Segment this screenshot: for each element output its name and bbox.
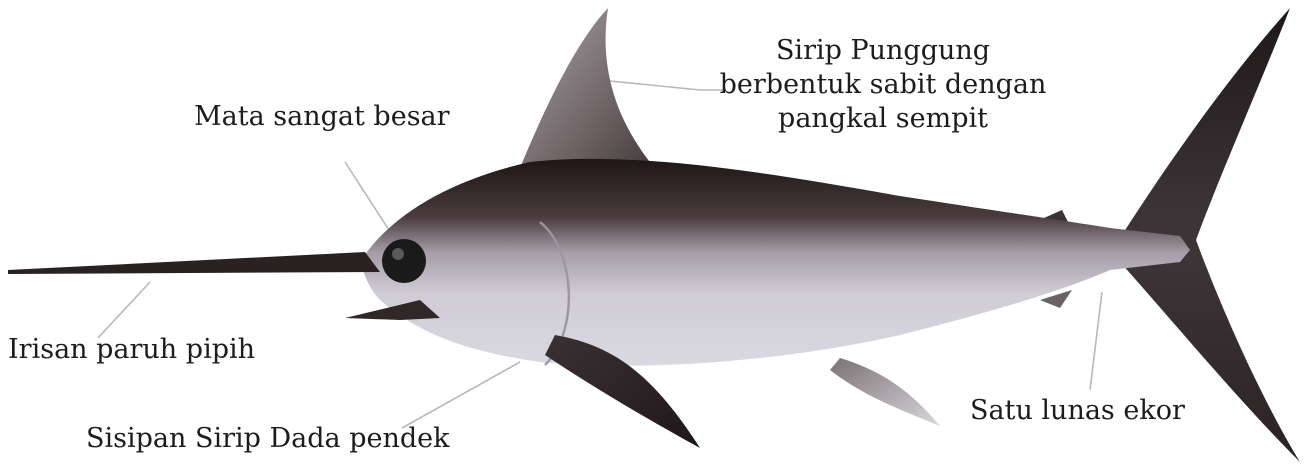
pectoral-fin-label: Sisipan Sirip Dada pendek (86, 422, 450, 456)
dorsal-fin (520, 8, 665, 180)
dorsal-fin-label-line-2: berbentuk sabit dengan (718, 68, 1048, 102)
anal-fin (830, 358, 940, 426)
keel-leader-line (1090, 292, 1102, 390)
dorsal-fin-label: Sirip Punggung berbentuk sabit dengan pa… (718, 34, 1048, 136)
dorsal-fin-label-line-3: pangkal sempit (718, 102, 1048, 136)
eye-label: Mata sangat besar (194, 100, 450, 134)
fish-body (360, 159, 1190, 366)
dorsal-leader-line (600, 80, 724, 90)
bill-label: Irisan paruh pipih (8, 333, 255, 367)
eye (382, 239, 426, 283)
dorsal-fin-label-line-1: Sirip Punggung (718, 34, 1048, 68)
bill (8, 252, 380, 274)
eye-highlight (392, 248, 404, 260)
bill-leader-line (98, 282, 150, 338)
pectoral-leader-line (402, 362, 520, 428)
tail-keel-label: Satu lunas ekor (970, 394, 1185, 428)
